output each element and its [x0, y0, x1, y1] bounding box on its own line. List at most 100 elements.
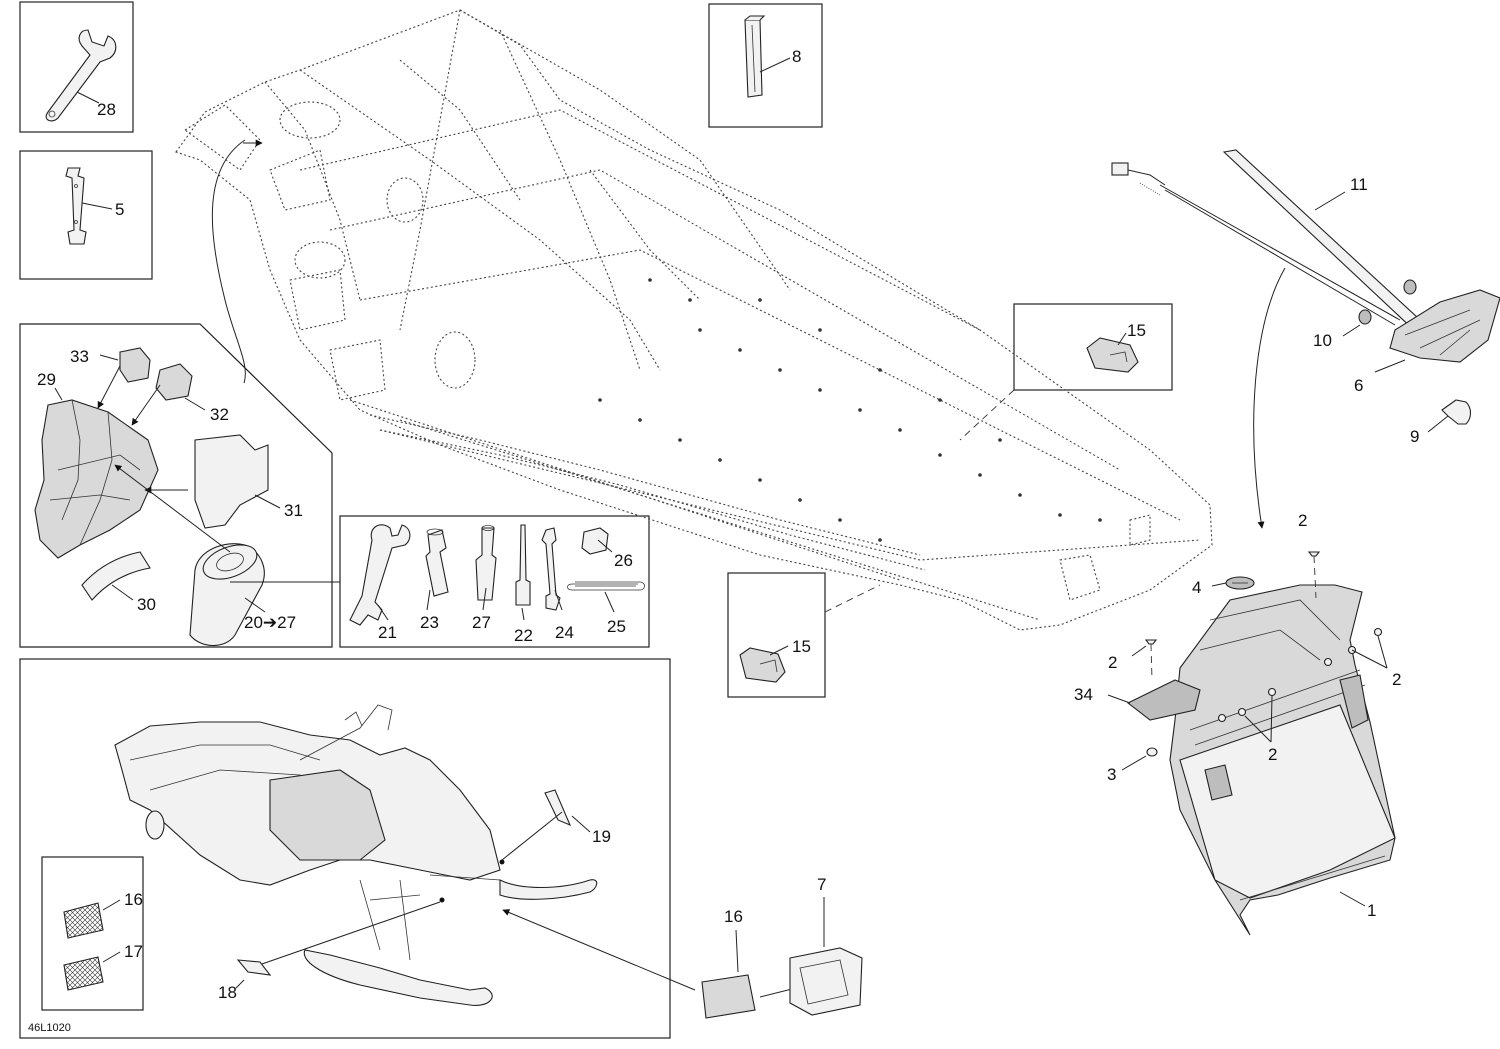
part-11-strip-icon	[1222, 149, 1446, 348]
callout-18: 18	[218, 983, 237, 1002]
foam-block-32-icon	[155, 363, 193, 401]
leader-light-to-flap	[1253, 267, 1286, 529]
bulb-9-icon	[1441, 399, 1472, 425]
leader-22	[521, 607, 525, 621]
callout-20-27: 20➔27	[244, 613, 296, 632]
part-15-top-icon	[1086, 337, 1139, 373]
callout-2-right: 2	[1392, 670, 1401, 689]
box-wrench-28	[19, 1, 134, 133]
emblem-4-icon	[1225, 576, 1255, 590]
wrench-28-icon	[45, 29, 117, 122]
foam-block-31-icon	[194, 434, 269, 529]
arrow-33	[97, 365, 121, 409]
leader-17	[102, 951, 121, 963]
callout-34: 34	[1074, 685, 1093, 704]
leader-6	[1374, 359, 1406, 373]
callout-2-top: 2	[1298, 511, 1307, 530]
leader-26	[597, 539, 613, 553]
arrow-20-to-bag	[114, 464, 231, 553]
leader-16b	[735, 929, 739, 973]
callout-11: 11	[1350, 175, 1368, 194]
snow-flap-1-icon	[1169, 584, 1396, 936]
callout-33: 33	[70, 347, 89, 366]
leader-3	[1121, 755, 1147, 771]
leader-16a	[102, 899, 121, 911]
tube-container-20-icon	[189, 543, 265, 647]
leader-33	[99, 354, 119, 361]
dash-15-bottom	[824, 584, 881, 613]
callout-5: 5	[115, 200, 124, 219]
arrow-32	[131, 384, 161, 426]
callout-26: 26	[614, 551, 633, 570]
leader-32	[184, 397, 206, 411]
callout-31: 31	[284, 501, 303, 520]
callout-2-center: 2	[1268, 745, 1277, 764]
frame-7-icon	[789, 947, 863, 1016]
arrow-grille-to-sled	[502, 909, 696, 991]
callout-23: 23	[420, 613, 439, 632]
callout-15-top: 15	[1127, 321, 1146, 340]
bracket-34-icon	[1126, 679, 1201, 721]
callout-7: 7	[817, 875, 826, 894]
dash-15-top	[959, 389, 1015, 441]
callout-15-bottom: 15	[792, 637, 811, 656]
leader-4	[1211, 582, 1227, 587]
snowmobile-icon	[114, 704, 598, 1006]
part-8-icon	[744, 15, 766, 98]
part-15-bottom-icon	[739, 647, 786, 683]
leader-18	[235, 979, 245, 989]
leader-2c-a	[1351, 649, 1388, 669]
callout-8: 8	[792, 47, 801, 66]
leader-1	[1339, 891, 1366, 907]
leader-frame-to-kit	[211, 139, 246, 384]
leader-28	[76, 91, 100, 104]
tool-bag-29-icon	[34, 399, 159, 559]
box-sled-overview	[19, 658, 671, 1039]
callout-2-left: 2	[1108, 653, 1117, 672]
leader-34	[1107, 694, 1131, 704]
box-part-15-top	[1013, 303, 1173, 391]
tail-light-6-icon	[1389, 289, 1500, 363]
grommet-10b-icon	[1358, 309, 1372, 325]
callout-19: 19	[592, 827, 611, 846]
callout-24: 24	[555, 623, 574, 642]
point-19	[499, 859, 505, 865]
cord-25-icon	[567, 581, 645, 591]
callout-27: 27	[472, 613, 491, 632]
leader-2c-b	[1377, 635, 1388, 669]
wire-harness-icon	[1111, 162, 1401, 326]
leader-2b	[1131, 645, 1147, 657]
grille-17-icon	[63, 956, 104, 991]
leader-8	[759, 57, 791, 73]
rivets-2-icons	[1144, 551, 1383, 723]
callout-30: 30	[137, 595, 156, 614]
leader-21	[377, 604, 389, 621]
callout-4: 4	[1192, 578, 1201, 597]
leader-19	[571, 815, 591, 833]
leader-10	[1342, 324, 1361, 337]
callout-3: 3	[1107, 765, 1116, 784]
pad-16-icon	[701, 974, 756, 1019]
leader-15-top	[1117, 332, 1127, 346]
diagram-code: 46L1020	[28, 1022, 71, 1034]
chassis-frame	[175, 9, 1213, 631]
callout-9: 9	[1410, 427, 1419, 446]
clip-26-icon	[581, 527, 609, 555]
leader-2d-a	[1244, 715, 1272, 743]
leader-27	[482, 587, 487, 611]
callout-6: 6	[1354, 376, 1363, 395]
callout-21: 21	[378, 623, 397, 642]
leader-19-to-sled	[501, 811, 563, 861]
leader-25	[604, 591, 615, 613]
screwdriver-22-icon	[515, 524, 531, 606]
leader-9	[1427, 415, 1449, 433]
foam-block-33-icon	[119, 347, 151, 383]
box-wrench-5	[19, 150, 153, 280]
leader-23	[426, 589, 431, 611]
wrench-24-icon	[541, 527, 561, 611]
callout-16-bottom: 16	[724, 907, 743, 926]
socket-23-icon	[425, 528, 449, 597]
leader-29	[54, 387, 63, 401]
